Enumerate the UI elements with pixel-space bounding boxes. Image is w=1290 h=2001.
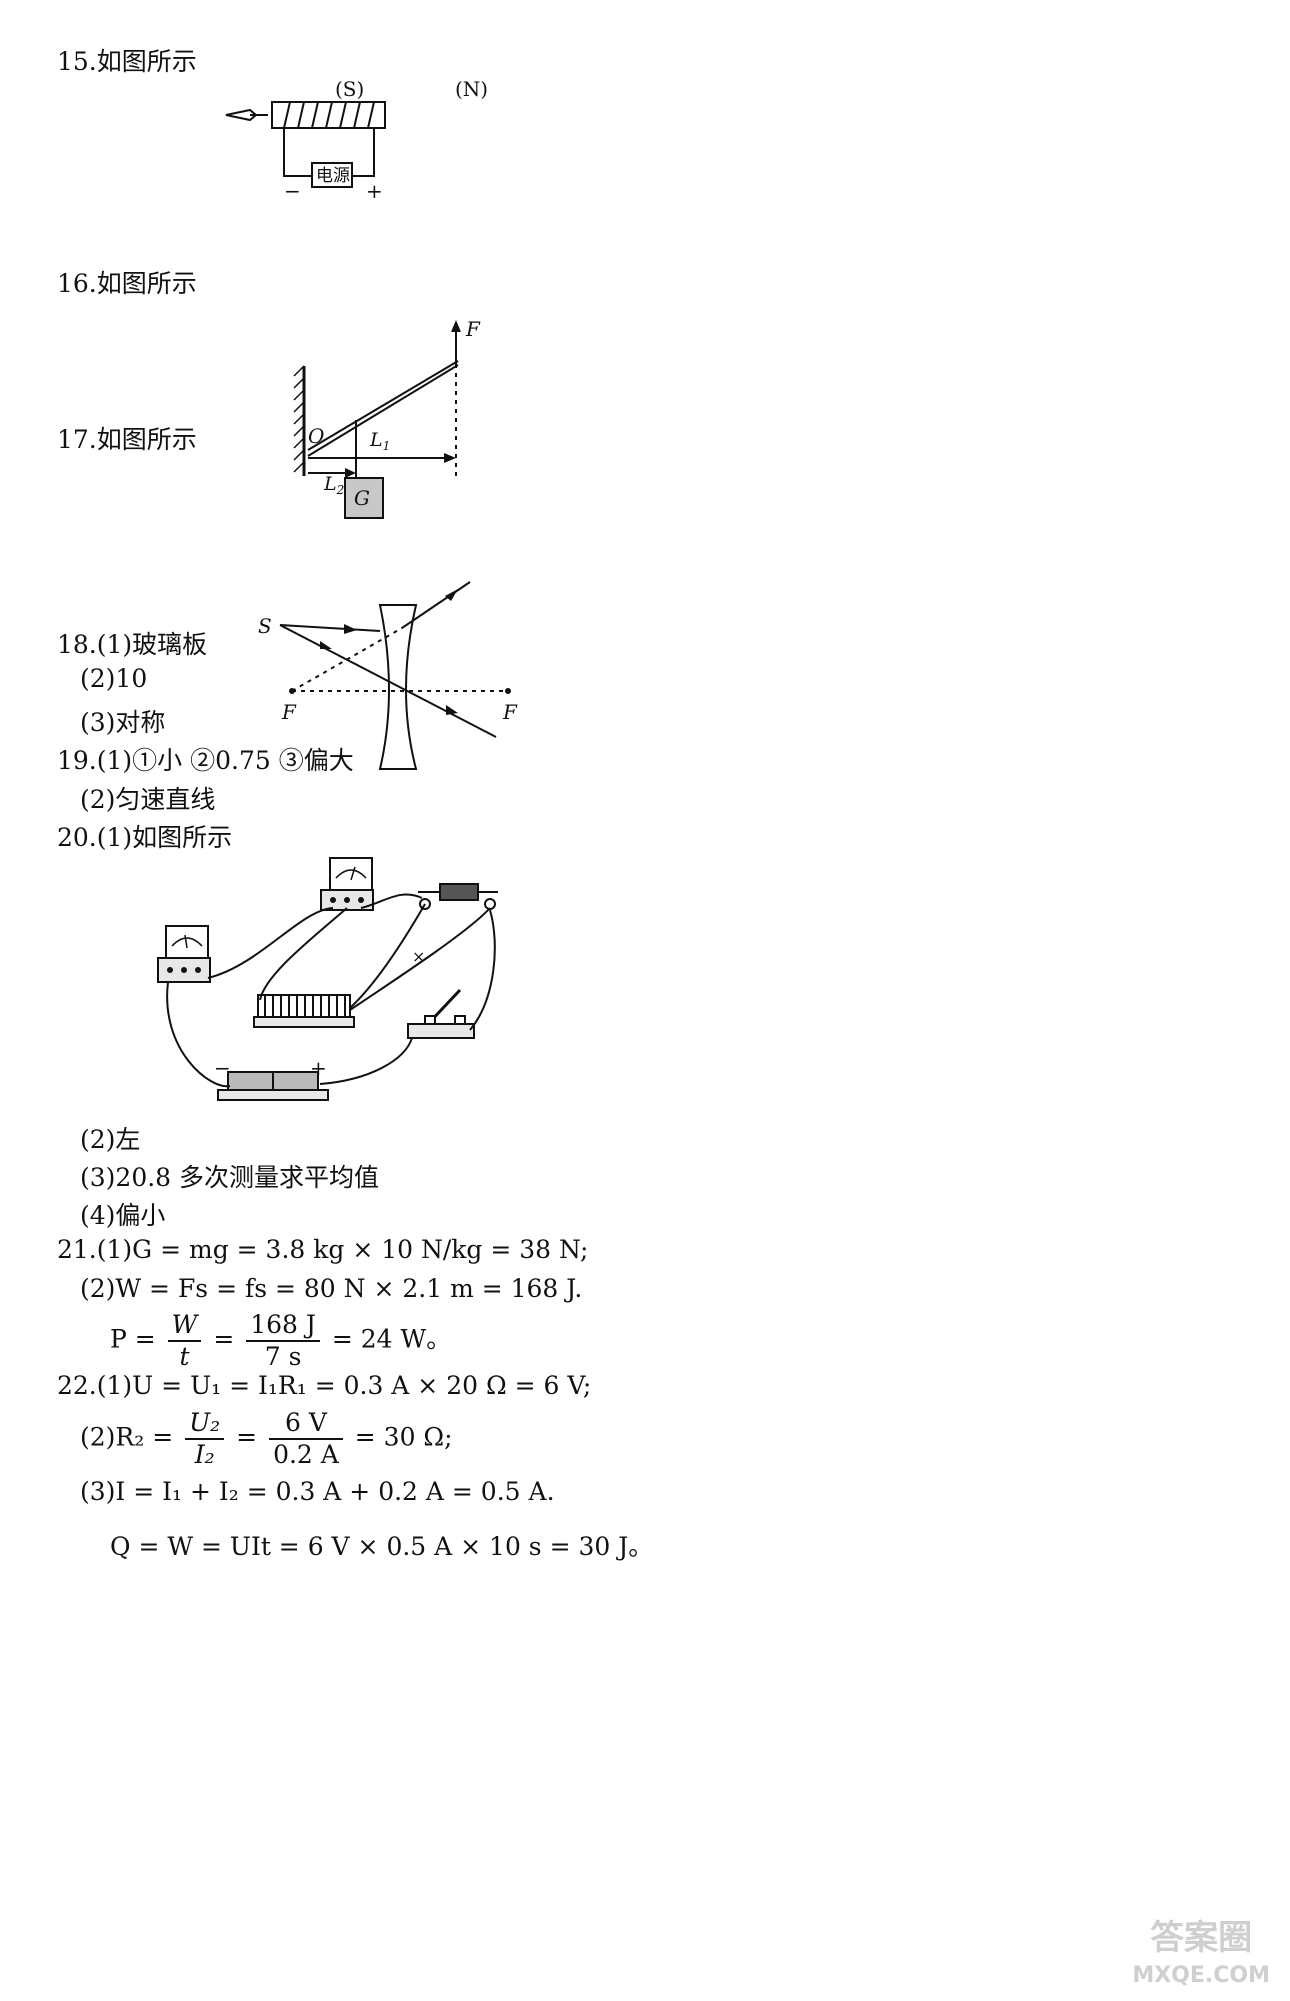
label-F: F	[465, 317, 481, 341]
ray-through-center	[279, 624, 497, 738]
wires	[166, 893, 496, 1088]
battery-minus: −	[214, 1056, 231, 1080]
q17-lens-diagram: S F F	[258, 575, 520, 775]
q21-a: 21.(1)G = mg = 3.8 kg × 10 N/kg = 38 N;	[57, 1235, 589, 1264]
power-source-label: 电源	[316, 166, 350, 186]
q18-c: (3)对称	[80, 708, 166, 737]
lever-bar-top	[307, 360, 459, 451]
wall-hatching	[293, 365, 305, 473]
focus-right	[505, 688, 511, 694]
label-O: O	[308, 424, 324, 448]
q18-a: 18.(1)玻璃板	[57, 630, 208, 659]
solenoid-coil	[283, 101, 375, 129]
cross-mark: ×	[412, 947, 425, 966]
rheostat	[253, 994, 355, 1028]
q19-a: 19.(1)①小 ②0.75 ③偏大	[57, 746, 354, 775]
incident-ray-parallel	[279, 624, 381, 632]
q22-c: (3)I = I₁ + I₂ = 0.3 A + 0.2 A = 0.5 A.	[80, 1477, 555, 1506]
q21-b: (2)W = Fs = fs = 80 N × 2.1 m = 168 J.	[80, 1274, 583, 1303]
q18-b: (2)10	[80, 664, 148, 693]
minus-sign: −	[284, 179, 301, 203]
q15-solenoid-diagram: (S) (N) 电源 − +	[225, 77, 510, 205]
voltmeter	[320, 857, 374, 911]
s-pole-label: (S)	[335, 77, 364, 101]
q15-label: 15.如图所示	[57, 47, 197, 76]
q20-circuit-diagram: − + ×	[150, 850, 510, 1110]
battery	[217, 1071, 329, 1101]
resistor	[418, 883, 498, 910]
label-G: G	[354, 486, 370, 510]
plus-sign: +	[366, 179, 383, 203]
switch	[407, 988, 475, 1039]
q19-b: (2)匀速直线	[80, 785, 216, 814]
q17-label: 17.如图所示	[57, 425, 197, 454]
q20-a: 20.(1)如图所示	[57, 823, 233, 852]
q20-b: (2)左	[80, 1125, 141, 1154]
label-L2: L2	[323, 473, 344, 497]
power-source-box	[311, 162, 353, 188]
q20-d: (4)偏小	[80, 1201, 166, 1230]
weight-block	[344, 477, 384, 519]
lever-bar-bottom	[307, 364, 459, 457]
battery-plus: +	[310, 1056, 327, 1080]
q20-c: (3)20.8 多次测量求平均值	[80, 1163, 380, 1192]
q16-lever-diagram: F O L1 L2 G	[290, 317, 510, 519]
watermark: 答案圈 MXQE.COM	[1132, 1918, 1270, 1988]
ammeter	[157, 925, 211, 983]
refracted-ray-1	[401, 581, 471, 629]
label-L1: L1	[369, 429, 390, 453]
q22-d: Q = W = UIt = 6 V × 0.5 A × 10 s = 30 J。	[110, 1532, 654, 1561]
label-F-left: F	[281, 700, 297, 724]
solenoid-core	[271, 101, 386, 129]
label-S: S	[258, 614, 272, 638]
q16-label: 16.如图所示	[57, 269, 197, 298]
label-F-right: F	[502, 700, 518, 724]
n-pole-label: (N)	[455, 77, 488, 101]
q22-a: 22.(1)U = U₁ = I₁R₁ = 0.3 A × 20 Ω = 6 V…	[57, 1371, 592, 1400]
